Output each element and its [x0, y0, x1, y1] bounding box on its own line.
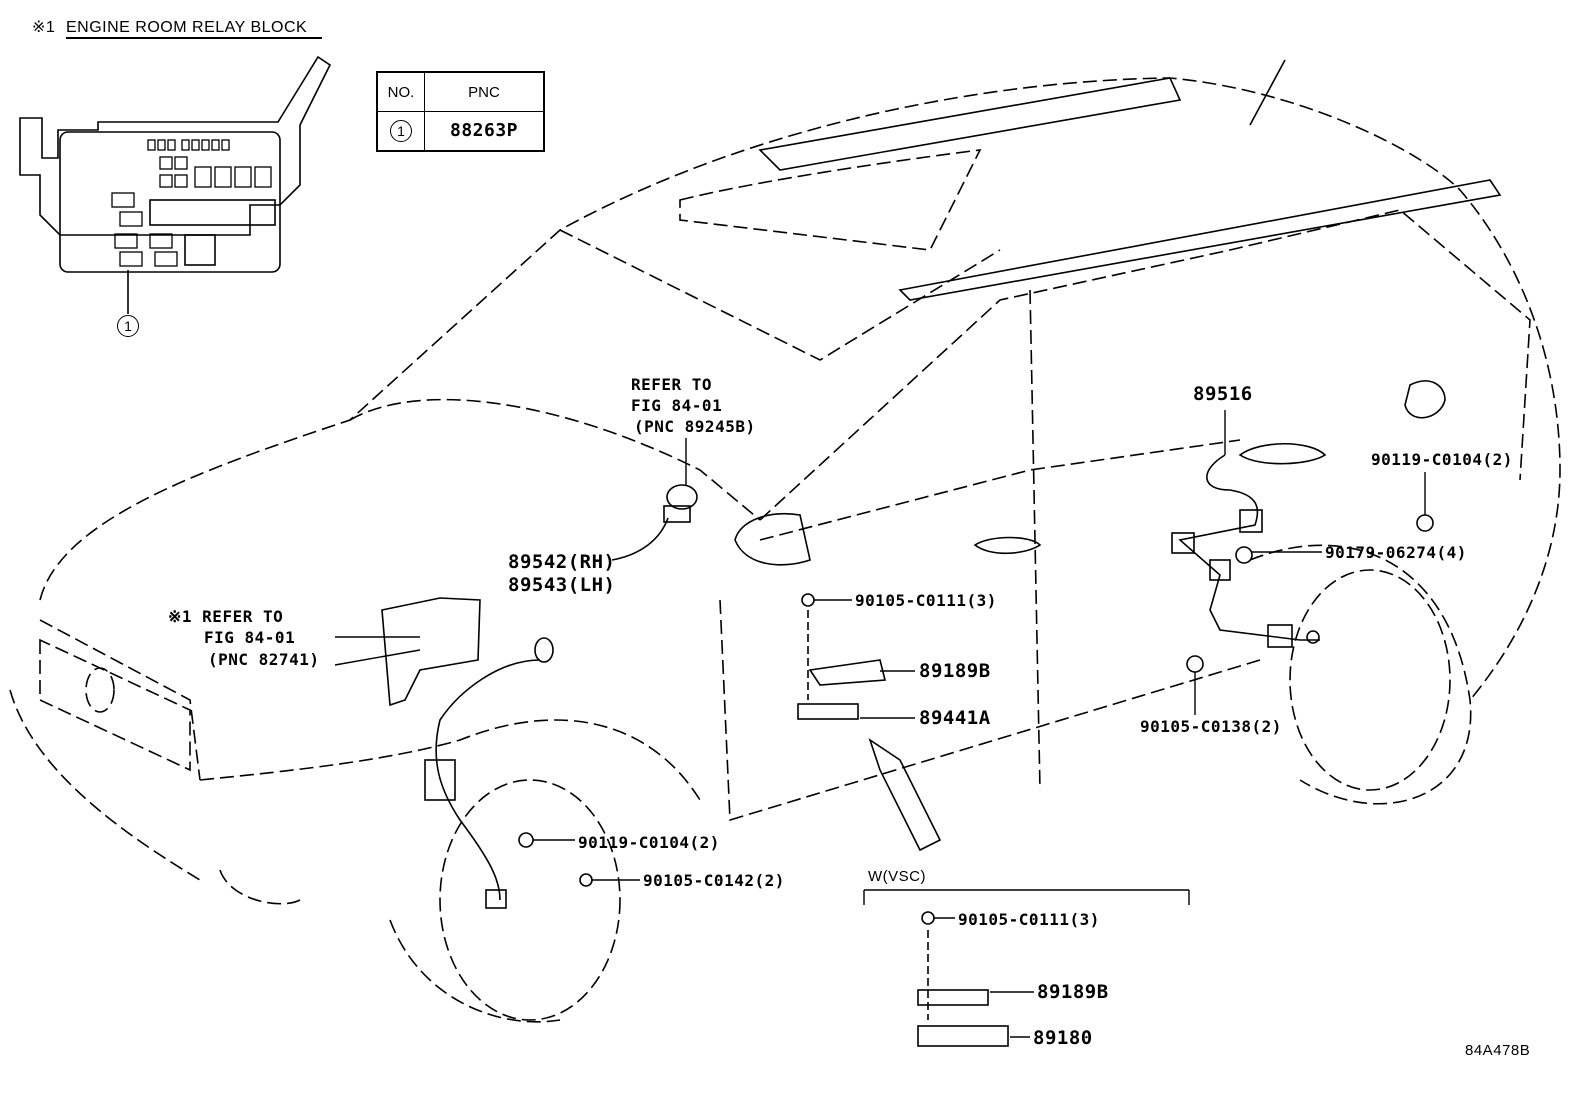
- figure-code: 84A478B: [1465, 1042, 1531, 1059]
- vsc-part-89189b: 89189B: [1037, 981, 1109, 1003]
- refer-left-line1: ※1 REFER TO: [168, 607, 284, 626]
- vsc-part-90105-c0111: 90105-C0111(3): [958, 910, 1100, 929]
- table-row: 1: [378, 111, 424, 151]
- leader-lines: [66, 37, 1426, 1038]
- table-header-no: NO.: [387, 83, 415, 101]
- part-90179: 90179-06274(4): [1325, 543, 1467, 562]
- sensor-components: [381, 454, 1434, 1047]
- part-89542: 89542(RH): [508, 551, 616, 573]
- refer-left-line2: FIG 84-01: [204, 628, 296, 647]
- relay-callout: 1: [117, 315, 139, 337]
- car-body-outline: [9, 77, 1561, 1023]
- pnc-table: NO. PNC 1 88263P: [376, 71, 545, 152]
- vsc-part-89180: 89180: [1033, 1027, 1093, 1049]
- refer-left-line3: (PNC 82741): [208, 650, 320, 669]
- part-89189b: 89189B: [919, 660, 991, 682]
- part-90105-c0142: 90105-C0142(2): [643, 871, 785, 890]
- footnote-marker: ※1: [32, 19, 56, 36]
- table-cell-no: 1: [390, 120, 412, 142]
- part-89543: 89543(LH): [508, 574, 616, 596]
- part-90105-c0111: 90105-C0111(3): [855, 591, 997, 610]
- refer-top-line3: (PNC 89245B): [634, 417, 756, 436]
- part-90105-c0138: 90105-C0138(2): [1140, 717, 1282, 736]
- refer-top-line1: REFER TO: [631, 375, 713, 394]
- relay-block-drawing: [19, 55, 332, 314]
- table-header-pnc: PNC: [468, 83, 500, 101]
- car-solid-lines: [734, 59, 1502, 566]
- part-90119-front: 90119-C0104(2): [578, 833, 720, 852]
- part-90119-rear: 90119-C0104(2): [1371, 450, 1513, 469]
- relay-block-title: ENGINE ROOM RELAY BLOCK: [66, 19, 308, 36]
- table-cell-pnc: 88263P: [449, 120, 519, 141]
- part-89441a: 89441A: [919, 707, 991, 729]
- refer-top-line2: FIG 84-01: [631, 396, 723, 415]
- vsc-title: W(VSC): [868, 868, 926, 885]
- part-89516: 89516: [1193, 383, 1253, 405]
